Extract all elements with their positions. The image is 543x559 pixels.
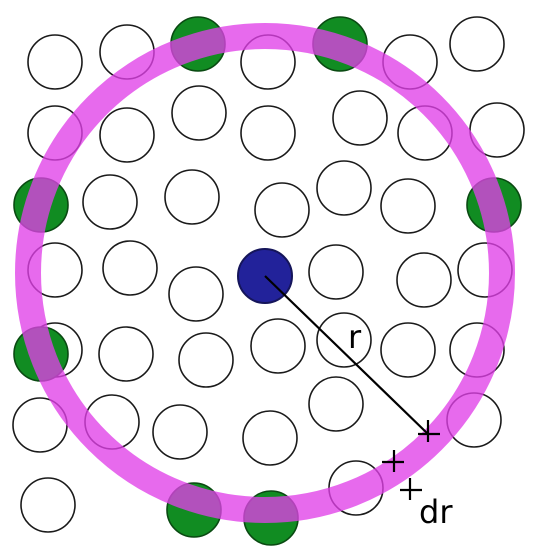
particle	[449, 16, 505, 72]
radius-label: r	[348, 318, 362, 356]
particle	[99, 107, 155, 163]
particle	[98, 326, 154, 382]
particle	[102, 240, 158, 296]
particle	[240, 105, 296, 161]
shell-ring	[15, 23, 515, 523]
particle	[171, 85, 227, 141]
particle	[82, 174, 138, 230]
particle	[254, 182, 310, 238]
particle	[164, 169, 220, 225]
particle	[308, 244, 364, 300]
particle	[178, 332, 234, 388]
particle	[168, 266, 224, 322]
particle	[396, 252, 452, 308]
dr-tick-extra	[400, 478, 422, 500]
particle	[380, 322, 436, 378]
particle	[27, 34, 83, 90]
dr-tick-inner	[382, 450, 404, 472]
particle	[20, 477, 76, 533]
particle	[308, 376, 364, 432]
particle	[152, 404, 208, 460]
particle	[316, 312, 372, 368]
particle	[250, 318, 306, 374]
particle	[316, 160, 372, 216]
shell-width-label: dr	[419, 493, 453, 531]
particle	[332, 90, 388, 146]
particle	[380, 178, 436, 234]
particle	[242, 410, 298, 466]
radius-line	[264, 275, 429, 435]
dr-tick-outer	[418, 420, 440, 442]
